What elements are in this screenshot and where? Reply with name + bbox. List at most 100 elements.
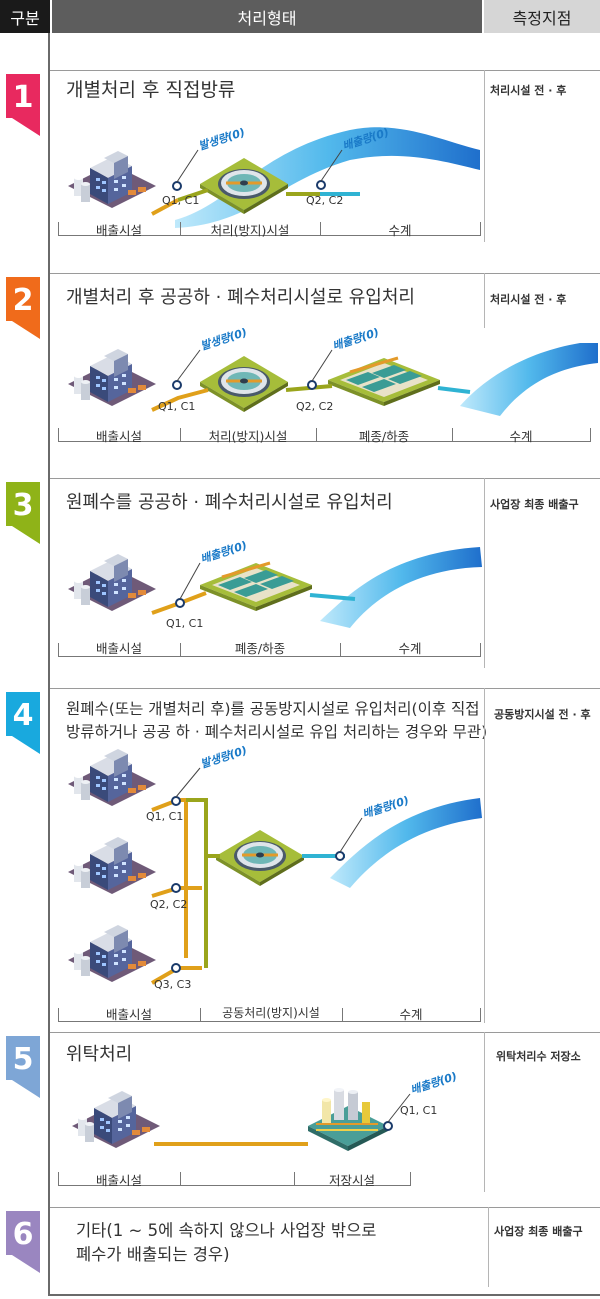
title-line: 폐수가 배출되는 경우) [76, 1245, 230, 1264]
tick [590, 428, 591, 442]
tick [180, 428, 181, 442]
axis-line [58, 441, 590, 442]
left-rule [48, 33, 50, 1295]
storage-facility-icon [307, 1087, 389, 1152]
badge-number: 3 [13, 488, 34, 523]
header-measure-point: 측정지점 [484, 0, 600, 33]
number-badge-2: 2 [6, 277, 40, 341]
stage-label: 배출시설 [95, 223, 142, 238]
sewage-plant-icon [198, 561, 314, 613]
pipe [437, 386, 471, 394]
measure-divider [484, 688, 485, 1023]
stage-label: 수계 [509, 429, 533, 444]
sampling-point-icon [172, 380, 182, 390]
section-2: 2 개별처리 후 공공하 · 폐수처리시설로 유입처리 처리시설 전 · 후 발… [0, 273, 600, 473]
factory-icon [68, 749, 156, 806]
flow-label: 배출량(0) [199, 539, 249, 566]
tick [316, 428, 317, 442]
tick [480, 643, 481, 657]
stage-label: 배출시설 [105, 1007, 152, 1022]
tick [452, 428, 453, 442]
badge-shape: 4 [6, 692, 40, 754]
tick [342, 1008, 343, 1022]
sewage-plant-icon [326, 356, 442, 408]
sampling-point-icon [171, 796, 181, 806]
leader-line [176, 149, 199, 183]
water-body-icon [330, 798, 482, 888]
tick [180, 1172, 181, 1186]
section-divider [50, 1032, 600, 1033]
leader-line [339, 817, 363, 853]
header-category: 구분 [0, 0, 50, 33]
section-divider [50, 273, 600, 274]
leader-line [320, 149, 343, 182]
measure-divider [484, 70, 485, 242]
pipe [309, 593, 356, 601]
sampling-point-icon [175, 598, 185, 608]
tick [58, 1172, 59, 1186]
sampling-point-icon [171, 963, 181, 973]
header-treatment: 처리형태 [52, 0, 482, 33]
tick [180, 222, 181, 236]
measure-point: 공동방지시설 전 · 후 [494, 708, 591, 721]
number-badge-3: 3 [6, 482, 40, 546]
leader-line [387, 1093, 411, 1123]
stage-label: 공동처리(방지)시설 [222, 1006, 320, 1020]
tick [480, 1008, 481, 1022]
badge-number: 4 [13, 698, 34, 733]
leader-line [176, 349, 201, 382]
treatment-tank-icon [198, 354, 290, 414]
factory-icon [68, 925, 156, 982]
flow-label: 배출량(0) [331, 328, 381, 353]
badge-shape: 3 [6, 482, 40, 544]
axis-line [58, 235, 480, 236]
sampling-point-icon [172, 181, 182, 191]
badge-shape: 1 [6, 74, 40, 136]
water-body-icon [320, 547, 482, 628]
section-title: 원폐수(또는 개별처리 후)를 공동방지시설로 유입처리(이후 직접 방류하거나… [66, 698, 487, 744]
badge-shape: 2 [6, 277, 40, 339]
axis-line [58, 1185, 410, 1186]
point-label: Q3, C3 [154, 978, 191, 991]
point-label: Q2, C2 [306, 194, 343, 207]
stage-label: 폐종/하종 [358, 429, 410, 444]
section-5: 5 위탁처리 위탁처리수 저장소 배출량(0) Q1, C1 배출시설 저장시설 [0, 1032, 600, 1197]
section-title: 원폐수를 공공하 · 폐수처리시설로 유입처리 [66, 492, 393, 513]
bottom-rule [48, 1294, 600, 1296]
flow-diagram-5: 배출량(0) Q1, C1 [72, 1072, 459, 1152]
badge-shape: 5 [6, 1036, 40, 1098]
sampling-point-icon [316, 180, 326, 190]
badge-shape: 6 [6, 1211, 40, 1273]
title-line: 방류하거나 공공 하 · 폐수처리시설로 유입 처리하는 경우와 무관) [66, 723, 488, 741]
stage-label: 처리(방지)시설 [210, 223, 290, 238]
tick [410, 1172, 411, 1186]
section-divider [50, 478, 600, 479]
measure-divider [484, 1032, 485, 1192]
factory-icon [68, 837, 156, 894]
section-6: 6 기타(1 ~ 5에 속하지 않으나 사업장 밖으로 폐수가 배출되는 경우)… [0, 1207, 600, 1292]
section-4: 4 원폐수(또는 개별처리 후)를 공동방지시설로 유입처리(이후 직접 방류하… [0, 688, 600, 1028]
section-divider [50, 1207, 600, 1208]
tick [58, 428, 59, 442]
measure-divider [484, 273, 485, 328]
number-badge-1: 1 [6, 74, 40, 138]
stage-label: 폐종/하종 [234, 641, 286, 656]
section-divider [50, 688, 600, 689]
tick [200, 1008, 201, 1022]
flow-diagram-3: 배출량(0) Q1, C1 [68, 539, 482, 630]
measure-point: 사업장 최종 배출구 [494, 1225, 583, 1238]
section-title: 개별처리 후 직접방류 [66, 79, 236, 101]
point-label: Q1, C1 [166, 617, 203, 630]
point-label: Q1, C1 [146, 810, 183, 823]
point-label: Q1, C1 [162, 194, 199, 207]
stage-label: 저장시설 [328, 1173, 375, 1188]
badge-number: 6 [13, 1217, 34, 1252]
sampling-point-icon [335, 851, 345, 861]
leader-line [179, 562, 201, 600]
section-3: 3 원폐수를 공공하 · 폐수처리시설로 유입처리 사업장 최종 배출구 배출량… [0, 478, 600, 678]
factory-icon [68, 349, 156, 406]
pipe [151, 198, 179, 216]
flow-label: 배출량(0) [409, 1072, 459, 1097]
flow-label: 발생량(0) [199, 744, 249, 771]
flow-label: 발생량(0) [197, 126, 247, 153]
